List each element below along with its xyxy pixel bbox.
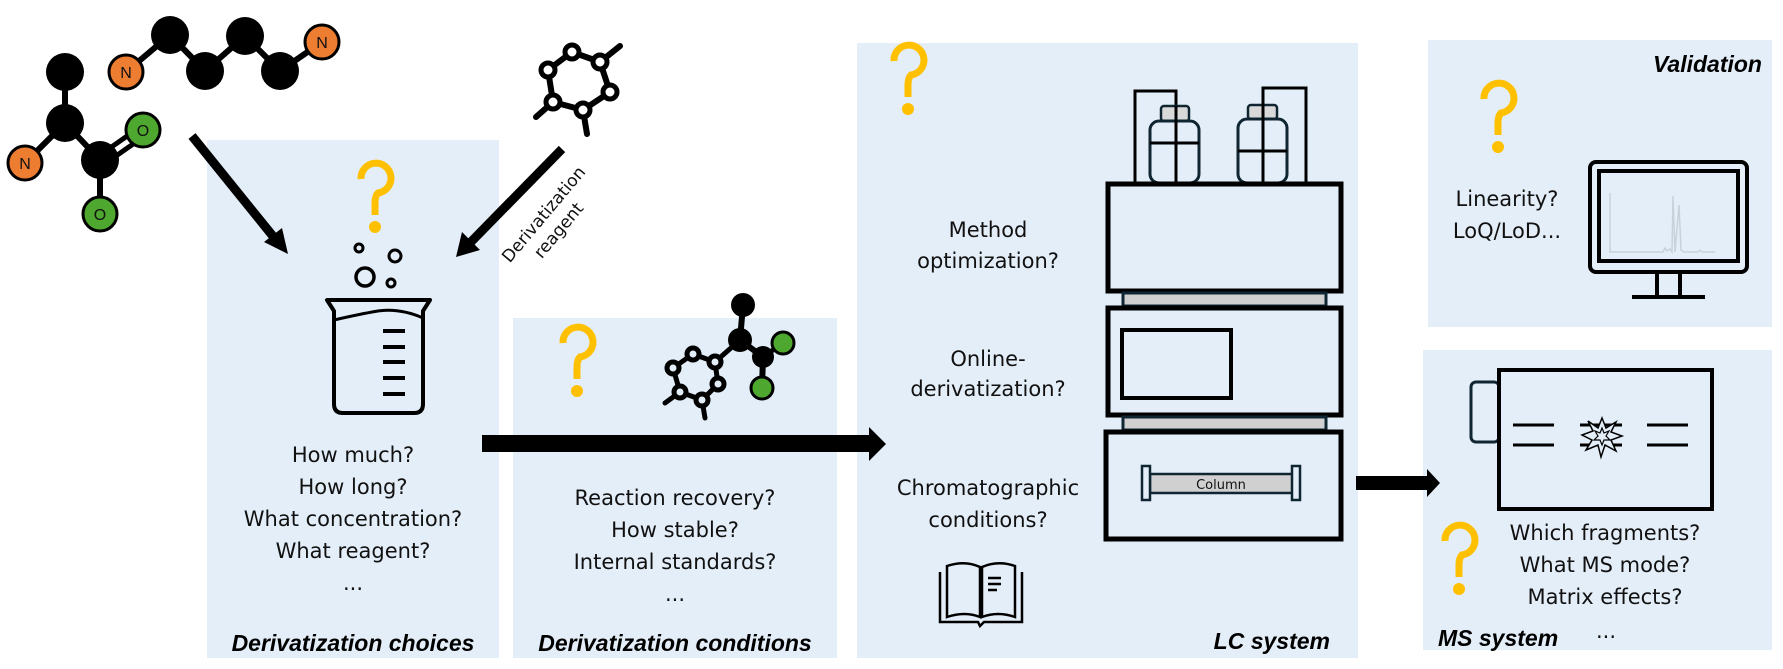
solvent-bottle (1236, 88, 1289, 185)
arrow-choices-to-lc (482, 427, 886, 461)
lc-instrument-icon: Column (1103, 86, 1344, 542)
arrow-lc-to-ms (1356, 469, 1440, 497)
question-text: Online- (950, 347, 1025, 371)
panel-title-ms-system: MS system (1438, 625, 1558, 651)
monitor-chromatogram-icon (1588, 160, 1749, 299)
amino-acid-molecule: N O O (6, 53, 162, 233)
ms-question-list: Which fragments? What MS mode? Matrix ef… (1510, 521, 1701, 609)
carbon-atom (81, 141, 119, 179)
panel-title-derivatization-conditions: Derivatization conditions (538, 630, 811, 656)
lc-column-oven-module (1103, 429, 1344, 542)
ellipsis-text: ... (665, 582, 685, 606)
choices-question-list: How much? How long? What concentration? … (244, 443, 462, 595)
question-text: conditions? (928, 508, 1047, 532)
question-text: optimization? (917, 249, 1059, 273)
beaker-icon (325, 242, 432, 415)
question-text: How stable? (611, 518, 739, 542)
carbon-atom (151, 16, 189, 54)
column-label: Column (1196, 478, 1246, 493)
atom-label-n: N (19, 156, 31, 173)
fragmentation-burst-icon (1580, 415, 1625, 460)
question-text: Linearity? (1456, 187, 1559, 211)
carbon-atom (261, 52, 299, 90)
nitrogen-atom (107, 53, 145, 91)
lc-question-list: Method optimization? Online- derivatizat… (897, 218, 1079, 532)
atom-label-o: O (137, 123, 149, 140)
question-text: What MS mode? (1520, 553, 1691, 577)
chromatogram-trace (1609, 193, 1715, 255)
question-text: How much? (292, 443, 414, 467)
nitrogen-atom (303, 23, 341, 61)
question-text: Matrix effects? (1528, 585, 1683, 609)
question-text: Which fragments? (1510, 521, 1701, 545)
question-text: Reaction recovery? (575, 486, 776, 510)
atom-label-n: N (316, 35, 328, 52)
panel-title-validation: Validation (1653, 51, 1762, 77)
book-icon (938, 562, 1024, 629)
nitrogen-atom (6, 144, 44, 182)
question-text: Method (949, 218, 1028, 242)
carbon-atom (46, 104, 84, 142)
arrow-reagent-to-choices (456, 145, 566, 257)
ellipsis-text: ... (343, 571, 363, 595)
lc-autosampler-module (1105, 305, 1344, 418)
panel-derivatization-choices (207, 140, 499, 658)
question-text: What concentration? (244, 507, 462, 531)
panel-title-derivatization-choices: Derivatization choices (232, 630, 475, 656)
question-text: LoQ/LoD... (1453, 219, 1561, 243)
column-icon: Column (1140, 464, 1302, 502)
question-text: Chromatographic (897, 476, 1079, 500)
conditions-question-list: Reaction recovery? How stable? Internal … (574, 486, 777, 606)
question-text: derivatization? (910, 377, 1065, 401)
diamine-molecule: N N (107, 16, 341, 91)
panel-title-lc-system: LC system (1214, 628, 1330, 654)
oxygen-atom (81, 195, 119, 233)
validation-question-list: Linearity? LoQ/LoD... (1453, 187, 1561, 243)
oxygen-atom (124, 111, 162, 149)
ellipsis-text: ... (1596, 619, 1616, 643)
carbon-atom (186, 52, 224, 90)
arrow-amino-acid-to-choices (188, 133, 288, 254)
carbon-atom (46, 53, 84, 91)
question-text: How long? (299, 475, 408, 499)
reagent-molecule (533, 42, 623, 137)
question-text: Internal standards? (574, 550, 777, 574)
atom-label-o: O (94, 207, 106, 224)
question-text: What reagent? (276, 539, 431, 563)
atom-label-n: N (120, 65, 132, 82)
derivatized-molecule-icon (662, 293, 796, 421)
lc-pump-module (1105, 181, 1344, 294)
carbon-atom (226, 17, 264, 55)
mass-spectrometer-icon (1469, 368, 1714, 511)
